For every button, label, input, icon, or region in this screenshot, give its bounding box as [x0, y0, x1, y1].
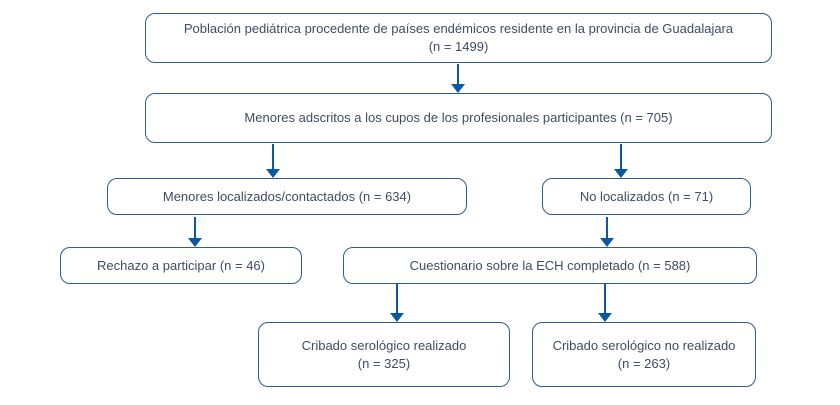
arrow-down-icon	[614, 144, 628, 178]
node-label: Menores localizados/contactados (n = 634…	[162, 188, 412, 204]
node-no-localizados: No localizados (n = 71)	[542, 178, 751, 215]
node-menores-adscritos: Menores adscritos a los cupos de los pro…	[145, 93, 772, 143]
arrow-down-icon	[451, 64, 465, 93]
arrow-down-icon	[390, 284, 404, 322]
arrow-down-icon	[598, 284, 612, 322]
node-label: Población pediátrica procedente de paíse…	[183, 21, 734, 37]
arrow-down-icon	[188, 217, 202, 247]
node-label: Cribado serológico realizado	[301, 337, 467, 353]
arrow-down-icon	[266, 144, 280, 178]
node-label: No localizados (n = 71)	[579, 188, 714, 204]
node-count: (n = 325)	[357, 355, 411, 371]
node-count: (n = 1499)	[428, 39, 489, 54]
node-cribado-realizado: Cribado serológico realizado (n = 325)	[258, 322, 510, 387]
node-label: Rechazo a participar (n = 46)	[96, 257, 265, 273]
node-rechazo-participar: Rechazo a participar (n = 46)	[60, 247, 302, 284]
arrow-down-icon	[600, 217, 614, 247]
node-poblacion-pediatrica: Población pediátrica procedente de paíse…	[145, 13, 772, 63]
node-label: Menores adscritos a los cupos de los pro…	[244, 110, 673, 126]
node-label: Cribado serológico no realizado	[552, 337, 736, 353]
node-label: Cuestionario sobre la ECH completado (n …	[409, 257, 691, 273]
node-cuestionario-ech: Cuestionario sobre la ECH completado (n …	[343, 247, 757, 284]
node-cribado-no-realizado: Cribado serológico no realizado (n = 263…	[532, 322, 756, 387]
node-menores-localizados: Menores localizados/contactados (n = 634…	[107, 178, 467, 215]
node-count: (n = 263)	[617, 355, 671, 371]
